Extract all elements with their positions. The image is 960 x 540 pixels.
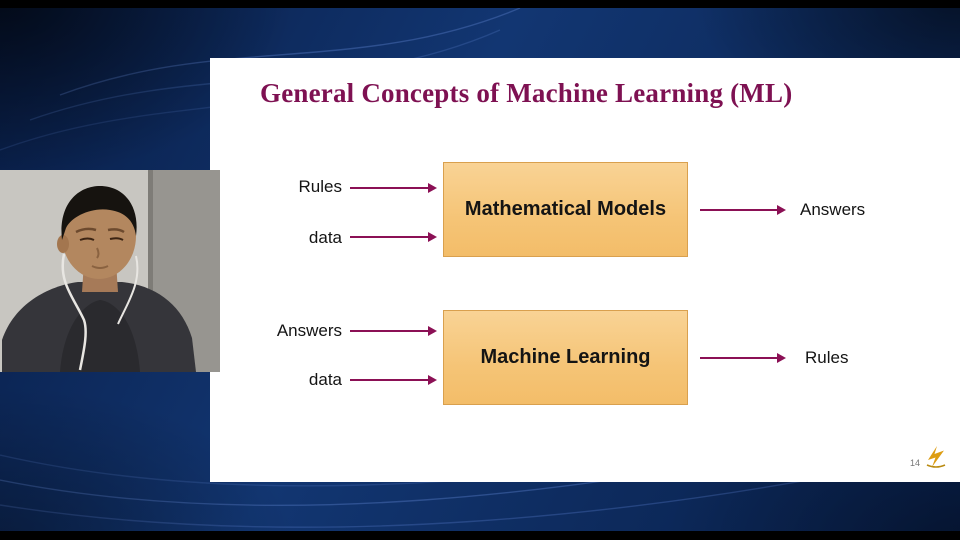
diagram-box-machine-learning: Machine Learning <box>443 310 688 405</box>
arrow-right-icon <box>350 183 437 193</box>
arrow-right-icon <box>350 326 437 336</box>
slide-page-number: 14 <box>910 458 921 468</box>
input-label-rules: Rules <box>298 177 342 196</box>
institution-logo-icon <box>926 446 946 468</box>
arrow-right-icon <box>350 375 437 385</box>
output-label-answers: Answers <box>800 200 866 219</box>
arrow-right-icon <box>350 232 437 242</box>
box-label: Machine Learning <box>480 346 651 368</box>
box-label: Mathematical Models <box>464 198 667 220</box>
input-label-data: data <box>308 228 342 247</box>
presentation-slide: General Concepts of Machine Learning (ML… <box>210 58 960 482</box>
input-label-data: data <box>308 370 342 389</box>
output-label-rules: Rules <box>805 348 849 367</box>
letterbox-bar-top <box>0 0 960 8</box>
arrow-right-icon <box>700 353 786 363</box>
input-label-answers: Answers <box>276 321 342 340</box>
diagram-box-mathematical-models: Mathematical Models <box>443 162 688 257</box>
presenter-silhouette <box>0 170 220 372</box>
letterbox-bar-bottom <box>0 531 960 540</box>
presenter-webcam <box>0 170 220 372</box>
slide-title: General Concepts of Machine Learning (ML… <box>260 78 793 108</box>
arrow-right-icon <box>700 205 786 215</box>
